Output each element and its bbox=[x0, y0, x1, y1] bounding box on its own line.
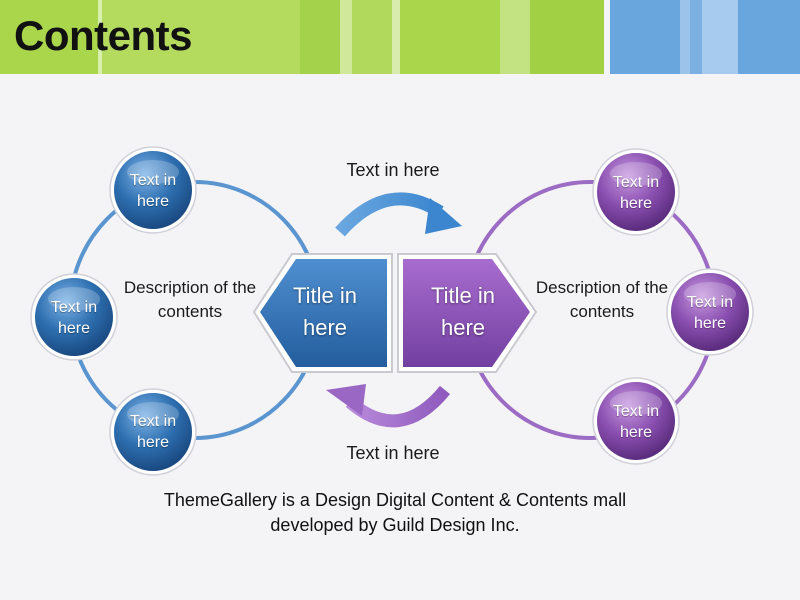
caption-bottom: Text in here bbox=[346, 443, 440, 463]
blue-stripe bbox=[738, 0, 800, 74]
right-node-middle bbox=[666, 268, 754, 356]
header-band: Contents bbox=[0, 0, 800, 80]
left-node-top bbox=[109, 146, 197, 234]
footer-line-2: developed by Guild Design Inc. bbox=[270, 515, 520, 535]
right-node-middle-text: Text in here bbox=[686, 294, 734, 332]
right-node-top-text: Text in here bbox=[612, 174, 660, 212]
blue-stripe bbox=[690, 0, 702, 74]
green-stripe bbox=[300, 0, 340, 74]
green-stripe bbox=[340, 0, 352, 74]
left-node-bottom-text: Text in here bbox=[129, 413, 177, 451]
footer-line-1: ThemeGallery is a Design Digital Content… bbox=[163, 490, 627, 510]
right-node-top bbox=[592, 148, 680, 236]
bottom-cycle-arrow bbox=[326, 384, 451, 428]
footer-text: ThemeGallery is a Design Digital Content… bbox=[100, 488, 690, 538]
green-stripe bbox=[102, 0, 300, 74]
right-description: Description of the contents bbox=[535, 278, 669, 321]
caption-top: Text in here bbox=[346, 160, 440, 180]
left-node-middle-text: Text in here bbox=[50, 299, 98, 337]
blue-stripe bbox=[610, 0, 680, 74]
right-node-bottom bbox=[592, 377, 680, 465]
blue-stripe bbox=[680, 0, 690, 74]
blue-stripe bbox=[702, 0, 738, 74]
right-title-text: Title in here bbox=[431, 283, 495, 340]
left-node-middle bbox=[30, 273, 118, 361]
left-node-top-text: Text in here bbox=[129, 172, 177, 210]
green-stripe bbox=[400, 0, 500, 74]
green-stripe bbox=[530, 0, 604, 74]
right-node-bottom-text: Text in here bbox=[612, 403, 660, 441]
top-cycle-arrow bbox=[335, 192, 462, 237]
page-title: Contents bbox=[14, 12, 193, 59]
green-stripe bbox=[500, 0, 530, 74]
green-stripe bbox=[352, 0, 392, 74]
left-node-bottom bbox=[109, 388, 197, 476]
green-stripe bbox=[0, 0, 98, 74]
green-stripe bbox=[392, 0, 400, 74]
left-title-shape bbox=[252, 253, 393, 373]
right-title-shape bbox=[397, 253, 538, 373]
left-title-text: Title in here bbox=[293, 283, 357, 340]
left-description: Description of the contents bbox=[123, 278, 257, 321]
green-stripe bbox=[98, 0, 102, 74]
